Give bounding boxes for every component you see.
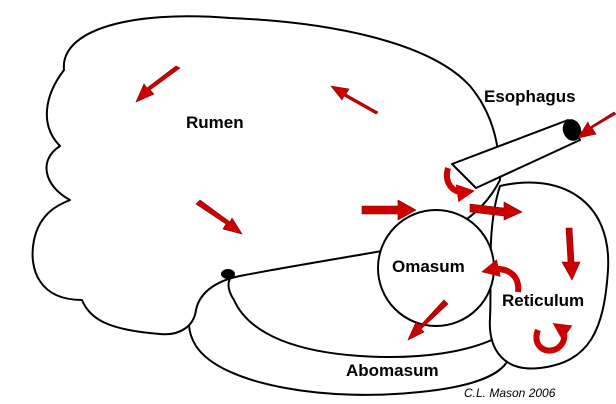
label-esophagus: Esophagus <box>484 87 576 106</box>
label-omasum: Omasum <box>392 257 465 276</box>
flow-arrow-esophagus-in <box>578 112 616 138</box>
label-reticulum: Reticulum <box>502 291 584 310</box>
label-abomasum: Abomasum <box>346 361 439 380</box>
credit-text: C.L. Mason 2006 <box>464 386 556 400</box>
label-rumen: Rumen <box>186 113 244 132</box>
abomasum-junction-mark <box>221 269 235 279</box>
